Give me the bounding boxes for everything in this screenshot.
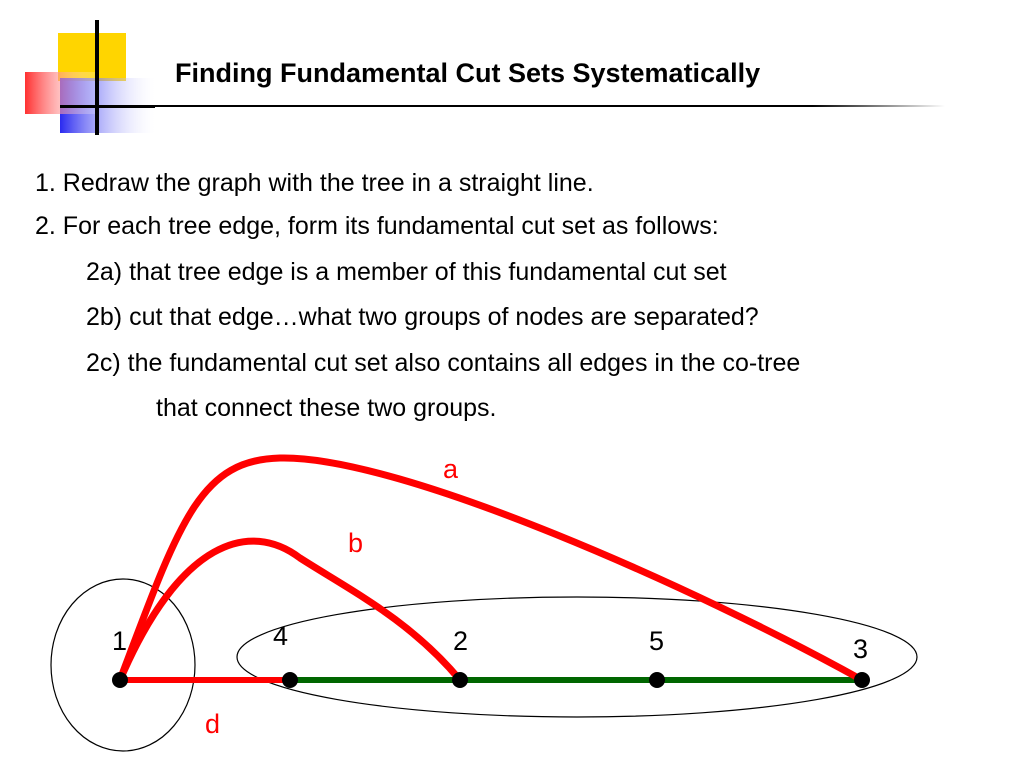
- step-2c-continuation-text: that connect these two groups.: [156, 394, 497, 422]
- step-2-text: 2. For each tree edge, form its fundamen…: [35, 212, 719, 240]
- node-label-3: 3: [853, 634, 868, 664]
- node-label-1: 1: [112, 626, 127, 656]
- group-ellipse-other-nodes: [236, 596, 918, 718]
- node-label-4: 4: [273, 621, 288, 651]
- edge-label-a: a: [443, 454, 459, 484]
- edge-label-d: d: [205, 709, 220, 739]
- node-label-2: 2: [453, 626, 468, 656]
- title-underline: [60, 105, 945, 107]
- node-2-dot: [452, 672, 468, 688]
- cotree-edge-a: [116, 454, 866, 684]
- node-4-dot: [282, 672, 298, 688]
- step-1-text: 1. Redraw the graph with the tree in a s…: [35, 169, 594, 197]
- node-5-dot: [649, 672, 665, 688]
- edge-label-b: b: [348, 528, 363, 558]
- step-2a-text: 2a) that tree edge is a member of this f…: [86, 258, 727, 286]
- group-ellipse-node-1: [50, 578, 196, 752]
- step-2c-text: 2c) the fundamental cut set also contain…: [86, 349, 801, 377]
- node-label-5: 5: [649, 626, 664, 656]
- node-3-dot: [854, 672, 870, 688]
- step-2b-text: 2b) cut that edge…what two groups of nod…: [86, 303, 759, 331]
- page-title: Finding Fundamental Cut Sets Systematica…: [175, 58, 761, 88]
- node-1-dot: [112, 672, 128, 688]
- cotree-edge-b: [116, 537, 464, 684]
